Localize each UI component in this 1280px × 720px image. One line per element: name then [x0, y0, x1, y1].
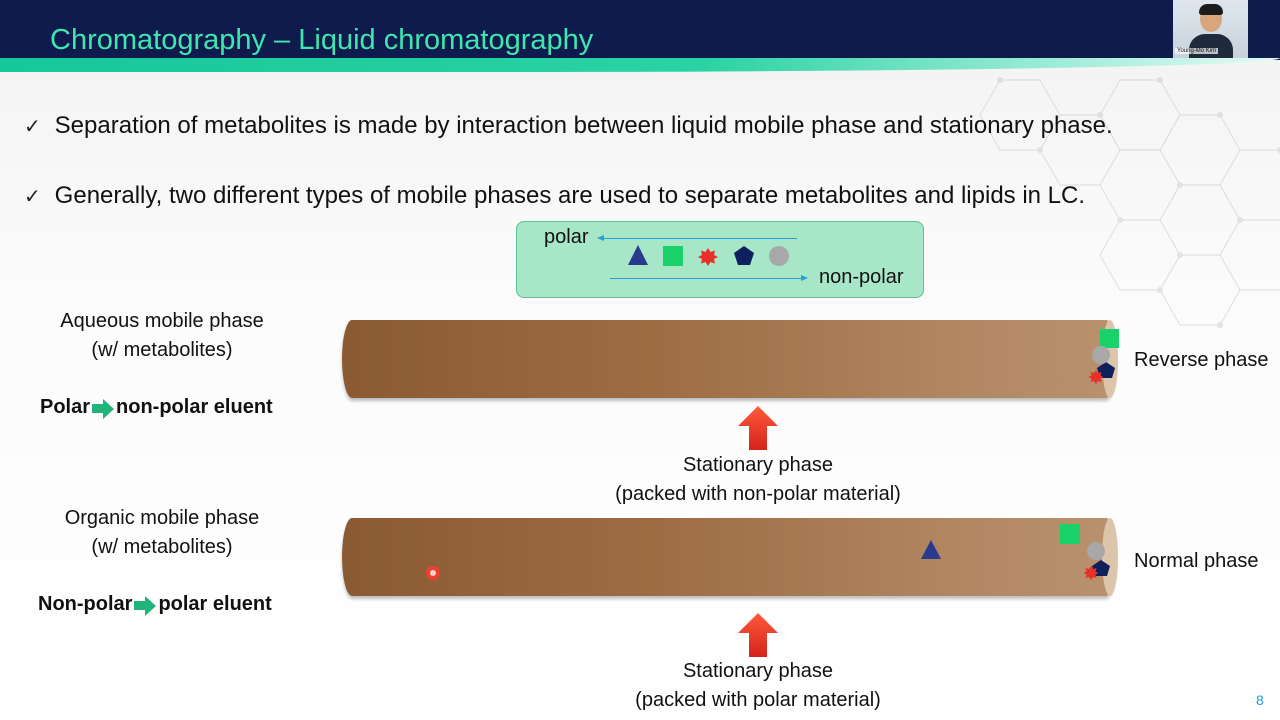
square-icon [1100, 329, 1119, 348]
normal-eluent-label: Non-polar polar eluent [38, 593, 272, 616]
starburst-icon [698, 248, 718, 266]
stationary-line1: Stationary phase [682, 454, 834, 476]
eluent-start: Non-polar [38, 593, 133, 615]
normal-mobile-phase-label: Organic mobile phase (w/ metabolites) [12, 504, 312, 562]
presenter-name: Young-Mo Kim [1175, 48, 1219, 54]
eluent-end: non-polar eluent [116, 396, 273, 418]
title-bar [0, 0, 1280, 60]
bullet-2: ✓ Generally, two different types of mobi… [24, 182, 1085, 210]
reverse-phase-label: Reverse phase [1134, 349, 1269, 371]
square-icon [1060, 524, 1080, 544]
eluent-end: polar eluent [158, 593, 272, 615]
pentagon-icon [734, 246, 754, 265]
bullet-text: Generally, two different types of mobile… [54, 182, 1086, 209]
mobile-phase-line1: Organic mobile phase [64, 507, 260, 529]
checkmark-icon: ✓ [24, 116, 41, 138]
slide-title: Chromatography – Liquid chromatography [50, 24, 594, 56]
pentagon-icon [1097, 362, 1115, 378]
presenter-webcam: Young-Mo Kim [1173, 0, 1248, 58]
normal-phase-column [342, 518, 1118, 596]
stationary-line1: Stationary phase [682, 660, 834, 682]
legend-arrow-right-icon [610, 275, 808, 281]
circle-icon [1092, 346, 1110, 364]
checkmark-icon: ✓ [24, 186, 41, 208]
circle-icon [769, 246, 789, 266]
eluent-start: Polar [40, 396, 91, 418]
red-up-arrow-icon [738, 613, 778, 657]
reverse-eluent-label: Polar non-polar eluent [40, 396, 273, 419]
presenter-hair [1199, 4, 1223, 15]
square-icon [663, 246, 683, 266]
reverse-stationary-phase-label: Stationary phase (packed with non-polar … [558, 451, 958, 509]
stationary-line2: (packed with polar material) [635, 689, 881, 711]
triangle-icon [628, 245, 648, 265]
legend-nonpolar-label: non-polar [819, 266, 904, 288]
mobile-phase-line2: (w/ metabolites) [91, 536, 233, 558]
legend-arrow-left-icon [597, 235, 797, 241]
mobile-phase-line1: Aqueous mobile phase [60, 310, 264, 332]
page-number: 8 [1256, 692, 1264, 708]
green-arrow-icon [134, 595, 157, 616]
presenter-body [1189, 34, 1233, 58]
reverse-column-metabolites [1088, 329, 1119, 384]
triangle-icon [921, 540, 941, 559]
starburst-icon [1088, 370, 1104, 384]
mobile-phase-line2: (w/ metabolites) [91, 339, 233, 361]
normal-phase-label: Normal phase [1134, 550, 1259, 572]
normal-stationary-phase-label: Stationary phase (packed with polar mate… [558, 657, 958, 715]
laser-pointer-dot-icon [426, 566, 440, 580]
green-arrow-icon [92, 398, 115, 419]
hexagon-background-pattern [979, 77, 1280, 328]
bullet-text: Separation of metabolites is made by int… [54, 112, 1113, 139]
stationary-line2: (packed with non-polar material) [615, 483, 901, 505]
red-up-arrow-icon [738, 406, 778, 450]
circle-icon [1087, 542, 1105, 560]
legend-shapes [628, 245, 789, 266]
reverse-phase-column [342, 320, 1118, 398]
bullet-1: ✓ Separation of metabolites is made by i… [24, 112, 1113, 140]
reverse-mobile-phase-label: Aqueous mobile phase (w/ metabolites) [12, 307, 312, 365]
column-end-cap [1102, 518, 1118, 596]
polarity-legend-box [516, 221, 924, 298]
legend-polar-label: polar [544, 226, 589, 248]
normal-column-metabolites [1060, 524, 1110, 580]
title-accent-stripe [0, 58, 1280, 72]
starburst-icon [1083, 566, 1099, 580]
